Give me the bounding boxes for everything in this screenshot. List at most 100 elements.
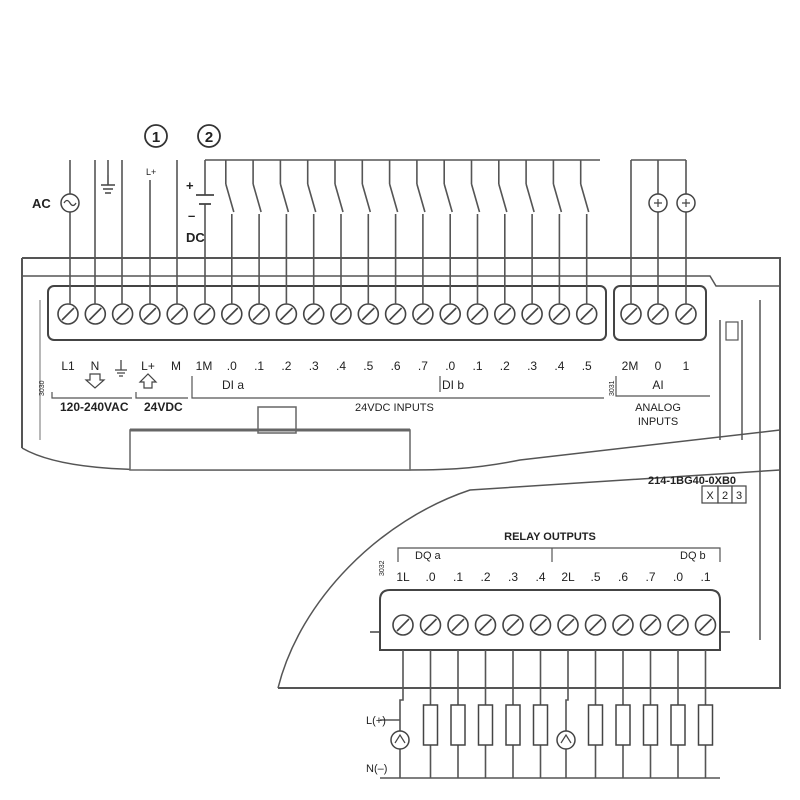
- top-wiring: [69, 159, 687, 304]
- terminal-screw-top-6: [221, 303, 243, 325]
- di-b-label-2: .2: [500, 359, 510, 373]
- input-switch-8: [443, 160, 453, 304]
- relay-load-8: [615, 650, 631, 778]
- input-switch-9: [470, 160, 481, 304]
- relay-load-1: [422, 650, 439, 778]
- label-ac-range: 120-240VAC: [60, 400, 129, 414]
- bottom-wiring: [380, 650, 720, 779]
- di-a-label-3: .3: [309, 359, 319, 373]
- label-brackets: [51, 376, 710, 399]
- terminal-screw-bottom-7: [584, 614, 607, 636]
- di-a-label-0: .0: [227, 359, 237, 373]
- relay-label-2: .1: [453, 570, 463, 584]
- di-a-label-7: .7: [418, 359, 428, 373]
- terminal-screw-bottom-6: [557, 614, 579, 636]
- ground-icon-label-row: [115, 360, 127, 377]
- terminal-screw-top-12: [384, 303, 407, 325]
- relay-label-9: .7: [645, 570, 655, 584]
- input-switch-7: [416, 160, 426, 304]
- dc-minus-label: –: [188, 208, 195, 223]
- terminal-screw-top-14: [439, 303, 462, 325]
- terminal-screw-bottom-0: [392, 614, 414, 636]
- dc-label: DC: [186, 230, 205, 245]
- di-b-label-1: .1: [472, 359, 482, 373]
- terminal-screw-bottom-5: [529, 614, 552, 636]
- terminal-screw-top-16: [493, 303, 516, 325]
- relay-load-2: [450, 650, 466, 778]
- relay-load-3: [477, 650, 494, 778]
- relay-label-8: .6: [618, 570, 628, 584]
- relay-source-1-icon: [390, 730, 410, 750]
- terminal-screw-top-9: [302, 303, 325, 325]
- terminal-screw-top-15: [466, 303, 489, 325]
- label-l1: L1: [61, 359, 75, 373]
- arrow-up-icon: [138, 373, 158, 389]
- top-terminal-labels: L1 N L+ M 1M .0.1.2.3.4.5.6.7.0.1.2.3.4.…: [39, 359, 690, 428]
- version-x: X: [706, 490, 714, 502]
- ground-icon: [101, 175, 115, 194]
- relay-source-2-icon: [556, 730, 576, 750]
- relay-load-10: [670, 650, 686, 778]
- relay-side-code: 3032: [379, 560, 386, 576]
- terminal-screw-top-7: [248, 303, 270, 325]
- input-switch-5: [361, 160, 372, 304]
- input-switch-3: [306, 160, 317, 304]
- ac-label: AC: [32, 196, 51, 211]
- arrow-down-icon: [84, 373, 106, 389]
- relay-brackets: [397, 547, 721, 562]
- relay-load-5: [532, 650, 549, 778]
- model-part-number: 214-1BG40-0XB0: [648, 475, 736, 487]
- label-ai-0: 0: [655, 359, 662, 373]
- relay-outputs-title: RELAY OUTPUTS: [504, 531, 596, 543]
- wire-1l: [399, 650, 404, 778]
- terminal-screw-top-10: [330, 303, 352, 325]
- relay-load-4: [505, 650, 521, 778]
- relay-l-plus-label: L(+): [366, 715, 386, 727]
- terminal-screw-bottom-3: [474, 614, 497, 636]
- relay-label-11: .1: [700, 570, 710, 584]
- callout-2-text: 2: [205, 129, 213, 146]
- terminal-screw-bottom-1: [419, 614, 442, 636]
- input-switch-1: [252, 160, 262, 304]
- di-b-label-0: .0: [445, 359, 455, 373]
- input-switch-11: [525, 160, 535, 304]
- di-a-label-1: .1: [254, 359, 264, 373]
- relay-label-7: .5: [590, 570, 600, 584]
- di-b-label-5: .5: [582, 359, 592, 373]
- terminal-screw-bottom-4: [502, 614, 524, 636]
- label-analog-inputs-2: INPUTS: [638, 416, 678, 428]
- input-switch-2: [279, 160, 290, 304]
- relay-load-9: [642, 650, 659, 778]
- wire-2l: [565, 650, 569, 778]
- di-a-label-4: .4: [336, 359, 346, 373]
- version-3: 3: [736, 490, 742, 502]
- terminal-screw-bottom-11: [694, 614, 717, 636]
- terminal-screw-top-19: [575, 303, 598, 325]
- relay-label-4: .3: [508, 570, 518, 584]
- label-24vdc: 24VDC: [144, 400, 183, 414]
- terminal-screw-top-2: [111, 303, 134, 325]
- relay-label-10: .0: [673, 570, 683, 584]
- terminal-screw-bottom-2: [447, 614, 469, 636]
- label-m: M: [171, 359, 181, 373]
- version-boxes: X 2 3: [701, 485, 747, 504]
- input-switch-0: [225, 160, 235, 304]
- relay-label-1: .0: [425, 570, 435, 584]
- terminal-screw-top-8: [275, 303, 298, 325]
- device-body: [21, 257, 781, 689]
- input-switch-10: [498, 160, 508, 304]
- label-n: N: [91, 359, 100, 373]
- terminal-screw-top-18: [548, 303, 571, 325]
- relay-dqa: DQ a: [415, 550, 442, 562]
- callout-2: 2: [197, 124, 221, 148]
- label-ai-1: 1: [683, 359, 690, 373]
- relay-load-7: [587, 650, 604, 778]
- side-code-mid: 3031: [609, 380, 616, 396]
- input-switch-13: [579, 160, 590, 304]
- wire-analog: [630, 159, 687, 304]
- input-switch-12: [552, 160, 563, 304]
- label-ai: AI: [652, 378, 663, 392]
- input-switch-4: [334, 160, 344, 304]
